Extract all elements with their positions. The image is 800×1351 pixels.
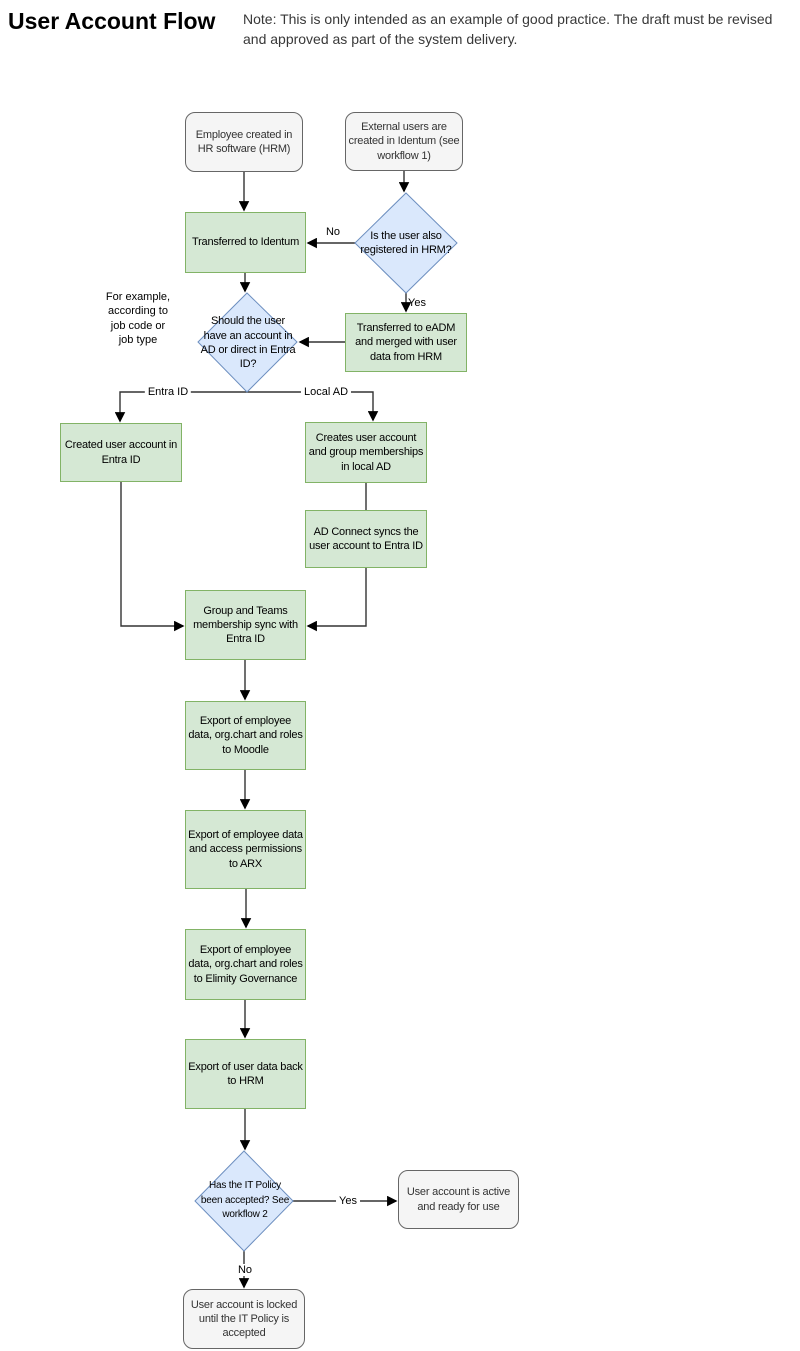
node-export-elimity: Export of employee data, org.chart and r… bbox=[185, 929, 306, 1000]
node-account-locked: User account is locked until the IT Poli… bbox=[183, 1289, 305, 1349]
node-ad-connect: AD Connect syncs the user account to Ent… bbox=[305, 510, 427, 568]
decision-it-policy bbox=[194, 1150, 294, 1252]
node-label: Creates user account and group membershi… bbox=[308, 432, 424, 473]
node-employee-created: Employee created in HR software (HRM) bbox=[185, 112, 303, 172]
node-label: Export of employee data, org.chart and r… bbox=[188, 715, 303, 756]
node-label: External users are created in Identum (s… bbox=[348, 121, 460, 162]
edge-adconnect-to-sync bbox=[306, 568, 367, 632]
node-label: Export of employee data, org.chart and r… bbox=[188, 944, 303, 985]
edge-label-no-policy: No bbox=[234, 1264, 256, 1276]
decision-registered-hrm bbox=[354, 192, 458, 294]
node-label: Export of user data back to HRM bbox=[188, 1060, 303, 1087]
decision-registered-hrm-label: Is the user also registered in HRM? bbox=[360, 211, 452, 275]
edge-label-no-registered: No bbox=[325, 226, 341, 238]
node-label: Transferred to eADM and merged with user… bbox=[355, 322, 457, 363]
node-label: Is the user also registered in HRM? bbox=[360, 229, 452, 256]
node-transferred-eadm: Transferred to eADM and merged with user… bbox=[345, 313, 467, 372]
node-label: Group and Teams membership sync with Ent… bbox=[193, 604, 298, 646]
node-created-entra: Created user account in Entra ID bbox=[60, 423, 182, 482]
annotation-job-code: For example, according to job code or jo… bbox=[105, 291, 171, 346]
node-transferred-identum: Transferred to Identum bbox=[185, 212, 306, 273]
page-title: User Account Flow bbox=[8, 8, 216, 34]
node-label: User account is locked until the IT Poli… bbox=[190, 1298, 298, 1340]
node-label: Export of employee data and access permi… bbox=[188, 829, 303, 870]
node-label: Created user account in Entra ID bbox=[64, 439, 178, 466]
node-export-arx: Export of employee data and access permi… bbox=[185, 810, 306, 889]
node-label: User account is active and ready for use bbox=[406, 1186, 511, 1213]
node-label: Has the IT Policy been accepted? See wor… bbox=[200, 1180, 290, 1221]
node-export-moodle: Export of employee data, org.chart and r… bbox=[185, 701, 306, 770]
node-label: AD Connect syncs the user account to Ent… bbox=[309, 525, 423, 552]
header-note: Note: This is only intended as an exampl… bbox=[243, 11, 773, 47]
edge-label-entra-id: Entra ID bbox=[144, 386, 192, 398]
edge-entra-to-sync bbox=[120, 482, 185, 632]
node-creates-local-ad: Creates user account and group membershi… bbox=[305, 422, 427, 483]
edge-accounttype-entra bbox=[114, 391, 247, 423]
node-account-active: User account is active and ready for use bbox=[398, 1170, 519, 1229]
decision-it-policy-label: Has the IT Policy been accepted? See wor… bbox=[197, 1173, 293, 1229]
edge-label-local-ad: Local AD bbox=[300, 386, 352, 398]
node-label: Should the user have an account in AD or… bbox=[200, 315, 296, 371]
edge-label-yes-registered: Yes bbox=[408, 297, 426, 309]
edge-accounttype-localad bbox=[247, 391, 379, 422]
node-label: Transferred to Identum bbox=[191, 236, 300, 249]
node-external-users: External users are created in Identum (s… bbox=[345, 112, 463, 171]
decision-account-type bbox=[197, 292, 298, 393]
node-group-teams-sync: Group and Teams membership sync with Ent… bbox=[185, 590, 306, 660]
edge-label-yes-policy: Yes bbox=[336, 1195, 360, 1207]
node-label: Employee created in HR software (HRM) bbox=[195, 128, 293, 155]
node-export-hrm: Export of user data back to HRM bbox=[185, 1039, 306, 1109]
decision-account-type-label: Should the user have an account in AD or… bbox=[200, 310, 296, 376]
